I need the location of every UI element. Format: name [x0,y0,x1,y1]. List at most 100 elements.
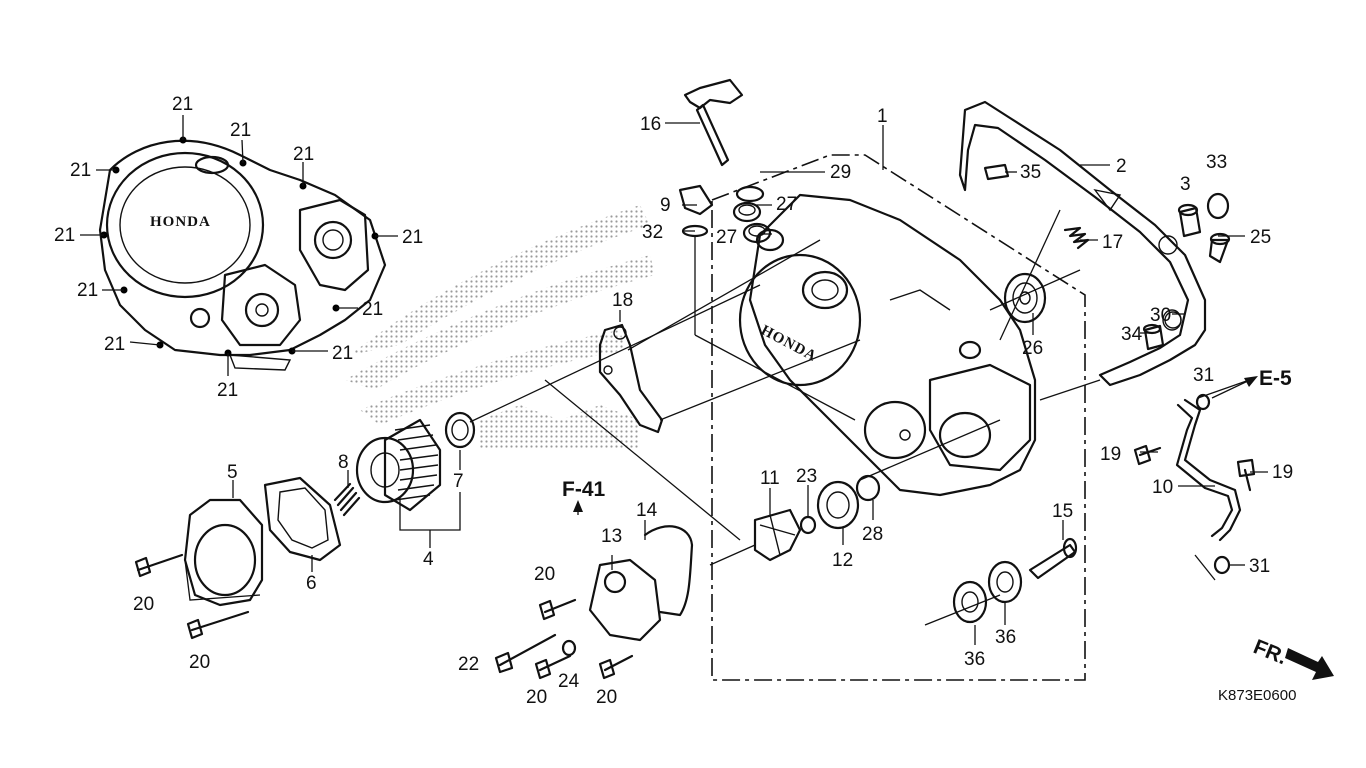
callout-20-a: 20 [133,594,154,615]
callout-10: 10 [1152,477,1173,498]
impeller-11 [753,508,802,562]
bearing-36b [987,560,1023,604]
callout-22: 22 [458,654,479,675]
bolt-20d [534,654,572,680]
seal-27b [742,222,772,244]
dowel-pin-3 [1177,203,1202,238]
left-crankcase-cover [98,139,387,371]
callout-17: 17 [1102,232,1123,253]
background-wing-logo [345,205,655,450]
callout-20-b: 20 [189,652,210,673]
gasket-2 [958,100,1207,387]
dowel-pin-35 [983,163,1010,181]
callout-14: 14 [636,500,658,521]
callout-30: 30 [1150,305,1171,326]
bolt-20b [186,610,250,640]
callout-15: 15 [1052,501,1073,522]
diagram-code: K873E0600 [1218,687,1296,704]
callout-labels: 21 21 21 21 21 21 21 21 21 21 21 21 21 1… [54,94,1293,708]
shift-rod-16 [683,78,744,167]
bearing-26 [1003,272,1047,324]
callout-36-b: 36 [995,627,1016,648]
callout-26: 26 [1022,338,1043,359]
bolt-20a [134,553,184,578]
callout-23: 23 [796,466,817,487]
page-ref-e5: E-5 [1259,367,1292,390]
spring-17 [1063,226,1090,250]
callout-12: 12 [832,550,853,571]
spring-8 [333,482,361,517]
oil-pipe-10 [1175,398,1242,542]
callout-21-i: 21 [332,343,353,364]
washer-31a [1195,393,1211,411]
o-ring-30 [1162,309,1182,331]
callout-36-a: 36 [964,649,985,670]
brand-mark-right: HONDA [758,322,819,365]
callout-21-g: 21 [104,334,125,355]
bolt-22 [494,633,557,674]
leader-lines [184,122,1268,645]
callout-11: 11 [760,468,780,489]
brand-mark-left: HONDA [150,214,211,230]
washer-23 [799,515,817,535]
plug-9 [678,184,714,216]
assembly-lines [469,209,1101,566]
callout-9: 9 [660,195,671,216]
front-direction-label: FR. [1250,635,1290,669]
bearing-36a [952,580,988,624]
callout-34: 34 [1121,324,1143,345]
callout-18: 18 [612,290,633,311]
callout-31-b: 31 [1249,556,1270,577]
bolt-20c [538,598,577,621]
callout-21-d: 21 [70,160,91,181]
callout-7: 7 [453,471,464,492]
callout-2: 2 [1116,156,1127,177]
bolt-19b [1236,458,1256,492]
callout-27-a: 27 [776,194,797,215]
callout-25: 25 [1250,227,1271,248]
arrow-e5 [1211,376,1258,399]
o-ring-7 [444,411,476,449]
callout-28: 28 [862,524,883,545]
callout-20-c: 20 [534,564,555,585]
gasket-6 [263,476,342,562]
callout-4: 4 [423,549,434,570]
callout-6: 6 [306,573,317,594]
callout-27-b: 27 [716,227,737,248]
callout-21-k: 21 [402,227,423,248]
callout-5: 5 [227,462,238,483]
callout-3: 3 [1180,174,1191,195]
stay-18 [598,323,664,434]
washer-31b [1213,555,1231,575]
callout-21-e: 21 [54,225,75,246]
filter-cover-5 [183,498,264,607]
seal-27a [732,201,762,223]
o-ring-33 [1206,192,1230,220]
page-ref-f41: F-41 [562,478,606,501]
callout-21-b: 21 [230,120,251,141]
callout-24: 24 [558,671,580,692]
callout-19-a: 19 [1100,444,1121,465]
water-pump-cover-13 [588,558,662,642]
callout-20-d: 20 [526,687,547,708]
callout-21-f: 21 [77,280,98,301]
callout-1: 1 [877,106,888,127]
washer-24 [561,639,577,657]
seal-29 [735,185,765,203]
callout-16: 16 [640,114,661,135]
callout-21-c: 21 [293,144,314,165]
dowel-pin-34 [1142,323,1165,351]
callout-8: 8 [338,452,349,473]
shaft-15 [1028,537,1078,580]
arrow-f41 [573,500,583,515]
seal-12 [816,480,860,530]
callout-21-h: 21 [217,380,238,401]
bolt-20e [598,654,634,680]
callout-33: 33 [1206,152,1227,173]
o-ring-14 [643,525,694,617]
callout-19-b: 19 [1272,462,1293,483]
main-cover-outline-box [711,154,1086,681]
callout-31-a: 31 [1193,365,1214,386]
oil-filter-4 [355,418,442,512]
